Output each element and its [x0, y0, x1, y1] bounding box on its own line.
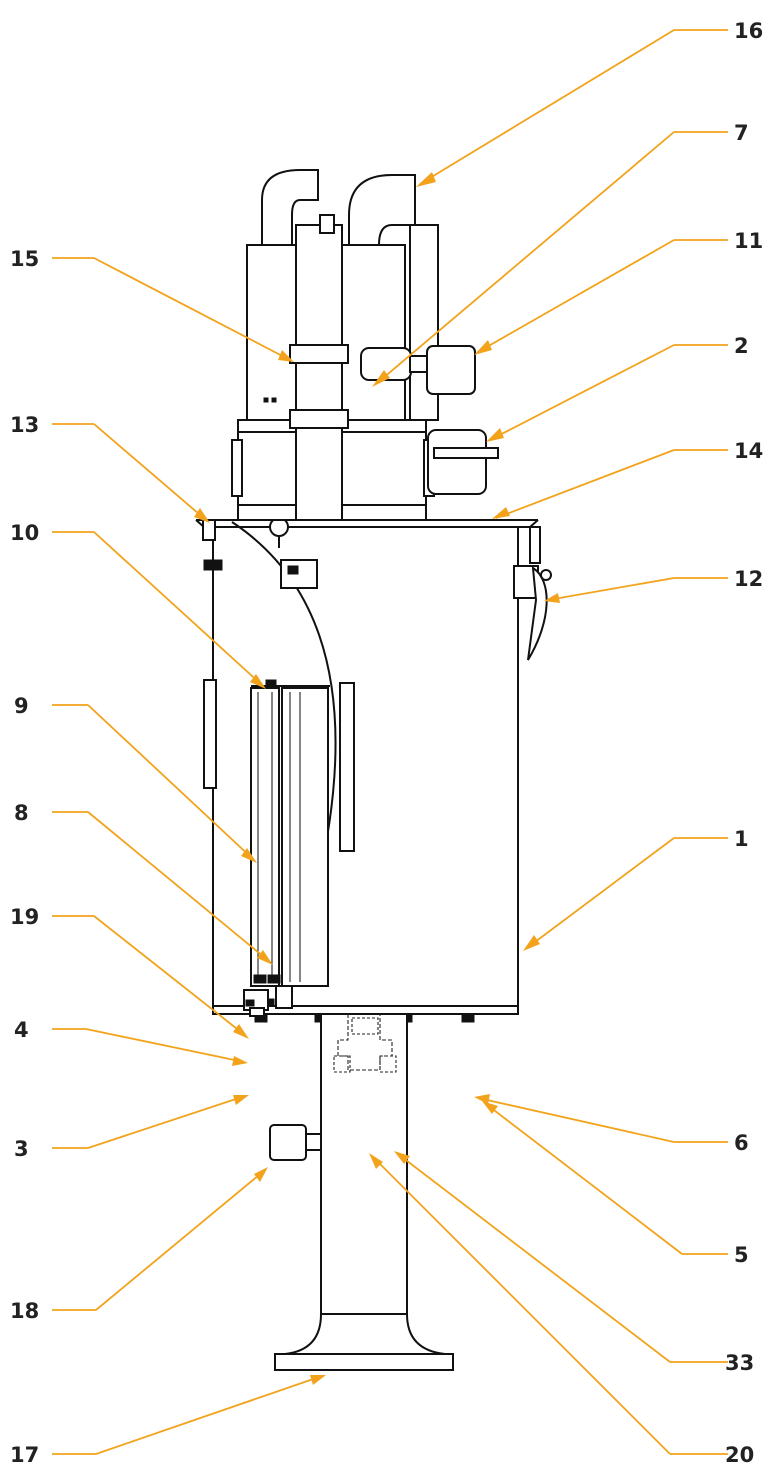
callout-9: 9 [14, 694, 257, 863]
dust-collector-drawing [195, 169, 552, 1371]
callout-15: 15 [10, 247, 294, 362]
housing-body [195, 519, 539, 1015]
label-12: 12 [734, 567, 763, 591]
callout-10: 10 [10, 521, 266, 689]
label-7: 7 [734, 121, 749, 145]
callout-2: 2 [486, 334, 749, 442]
callout-11: 11 [474, 229, 763, 355]
callout-33: 33 [394, 1151, 754, 1375]
bottom-bracket [243, 985, 293, 1017]
motor-unit [231, 169, 499, 521]
callout-12: 12 [544, 567, 763, 603]
callout-3: 3 [14, 1095, 249, 1161]
callout-1: 1 [523, 827, 749, 951]
callout-19: 19 [10, 905, 249, 1039]
label-9: 9 [14, 694, 29, 718]
label-13: 13 [10, 413, 39, 437]
label-10: 10 [10, 521, 39, 545]
callout-14: 14 [492, 439, 763, 519]
callout-4: 4 [14, 1018, 248, 1066]
label-1: 1 [734, 827, 749, 851]
label-19: 19 [10, 905, 39, 929]
callout-6: 6 [474, 1094, 749, 1155]
label-33: 33 [725, 1351, 754, 1375]
eye-bolt [269, 517, 318, 589]
callout-13: 13 [10, 413, 210, 523]
label-15: 15 [10, 247, 39, 271]
label-18: 18 [10, 1299, 39, 1323]
label-3: 3 [14, 1137, 29, 1161]
label-8: 8 [14, 801, 29, 825]
label-2: 2 [734, 334, 749, 358]
latch-clamp [513, 526, 552, 661]
lower-column [269, 1013, 454, 1371]
label-5: 5 [734, 1243, 749, 1267]
callout-5: 5 [482, 1101, 749, 1267]
label-17: 17 [10, 1443, 39, 1467]
label-11: 11 [734, 229, 763, 253]
callout-7: 7 [372, 121, 749, 387]
callout-20: 20 [369, 1153, 754, 1467]
side-window [203, 679, 355, 852]
label-6: 6 [734, 1131, 749, 1155]
label-4: 4 [14, 1018, 29, 1042]
filter-cartridges [250, 679, 330, 987]
label-20: 20 [725, 1443, 754, 1467]
label-14: 14 [734, 439, 763, 463]
callout-16: 16 [416, 19, 763, 187]
callout-18: 18 [10, 1167, 268, 1323]
label-16: 16 [734, 19, 763, 43]
callout-8: 8 [14, 801, 273, 965]
callout-17: 17 [10, 1375, 326, 1467]
